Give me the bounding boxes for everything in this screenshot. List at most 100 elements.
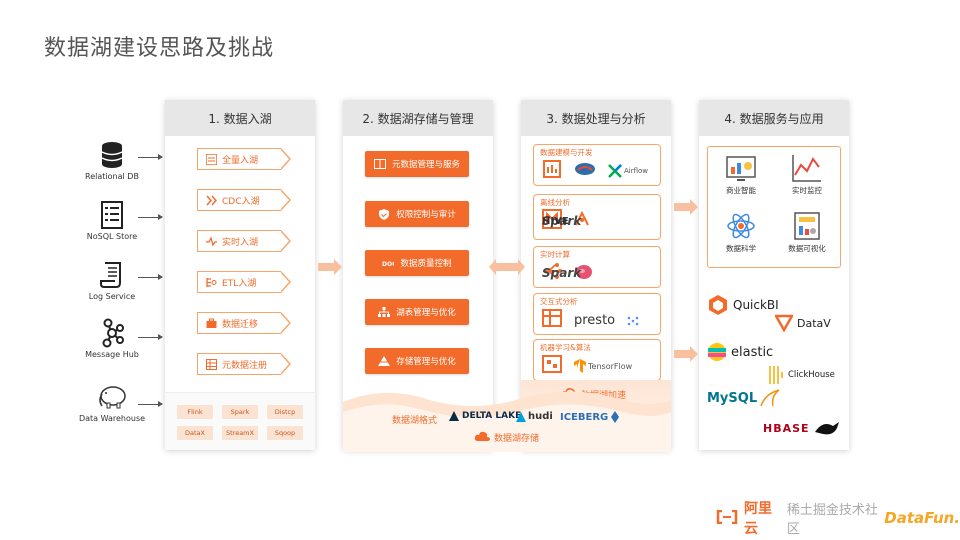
pulse-icon bbox=[206, 235, 217, 247]
database-icon bbox=[97, 140, 127, 170]
tool-tag: DataX bbox=[177, 426, 213, 440]
arrow-bidirectional bbox=[489, 259, 525, 275]
panel-interactive: 交互式分析 presto bbox=[533, 293, 661, 335]
hub-icon bbox=[97, 318, 127, 348]
panel-realtime: 实时计算 Spark bbox=[533, 246, 661, 288]
column-header: 3. 数据处理与分析 bbox=[521, 100, 671, 136]
manage-permission[interactable]: 权限控制与审计 bbox=[365, 201, 469, 227]
spark-logo: Spark bbox=[542, 214, 582, 228]
iceberg-logo: ICEBERG bbox=[560, 411, 620, 423]
atom-icon bbox=[725, 211, 757, 241]
services-panel: 商业智能 实时监控 数据科学 数据可视化 bbox=[707, 146, 841, 268]
column-header: 4. 数据服务与应用 bbox=[699, 100, 849, 136]
lake-storage: 数据湖存储 bbox=[474, 430, 539, 445]
tool-tag: StreamX bbox=[222, 426, 258, 440]
book-icon bbox=[373, 159, 386, 169]
watermark: 稀土掘金技术社区 bbox=[786, 503, 878, 537]
manage-storage[interactable]: 存储管理与优化 bbox=[365, 348, 469, 374]
column-header: 1. 数据入湖 bbox=[165, 100, 315, 136]
dataworks-icon bbox=[542, 159, 562, 183]
source-arrow bbox=[138, 274, 163, 280]
cloud-up-icon bbox=[474, 430, 490, 445]
hive-logo: HIVE bbox=[542, 215, 569, 227]
tool-tag: Spark bbox=[222, 405, 258, 419]
line-chart-icon bbox=[791, 153, 823, 183]
ingestion-tools: Flink Spark Distcp DataX StreamX Sqoop bbox=[165, 392, 315, 450]
arrow-right bbox=[674, 346, 698, 362]
clickhouse-logo: ClickHouse bbox=[769, 366, 835, 384]
arrow-right bbox=[318, 259, 342, 275]
column-storage: 2. 数据湖存储与管理 元数据管理与服务 权限控制与审计 DOC数据质量控制 湖… bbox=[343, 100, 493, 450]
datafun-brand: DataFun. bbox=[884, 509, 960, 527]
ingest-full[interactable]: 全量入湖 bbox=[197, 148, 291, 170]
source-arrow bbox=[138, 214, 163, 220]
source-data-warehouse: Data Warehouse bbox=[76, 382, 148, 423]
storage-band bbox=[343, 391, 671, 452]
source-message-hub: Message Hub bbox=[76, 318, 148, 359]
sqoop-star-icon bbox=[574, 210, 590, 231]
flink-squirrel-icon bbox=[574, 262, 594, 284]
tool-tag: Flink bbox=[177, 405, 213, 419]
source-relational-db: Relational DB bbox=[76, 140, 148, 181]
column-services: 4. 数据服务与应用 商业智能 实时监控 数据科学 数据可视化 QuickBI … bbox=[699, 100, 849, 450]
mysql-logo: MySQL bbox=[707, 388, 781, 408]
arrow-right bbox=[674, 199, 698, 215]
elephant-icon bbox=[97, 382, 127, 412]
elastic-logo: elastic bbox=[707, 342, 773, 362]
manage-quality[interactable]: DOC数据质量控制 bbox=[365, 250, 469, 276]
shield-icon bbox=[378, 209, 390, 220]
source-nosql-store: NoSQL Store bbox=[76, 200, 148, 241]
document-list-icon bbox=[97, 200, 127, 230]
source-arrow bbox=[138, 154, 163, 160]
manage-metadata[interactable]: 元数据管理与服务 bbox=[365, 151, 469, 177]
briefcase-icon bbox=[206, 318, 217, 329]
service-monitor[interactable]: 实时监控 bbox=[776, 153, 838, 196]
tensorflow-logo: TensorFlow bbox=[574, 359, 632, 373]
report-icon bbox=[791, 211, 823, 241]
delta-lake-logo: DELTA LAKE bbox=[449, 411, 521, 421]
source-arrow bbox=[138, 334, 163, 340]
stream-icon bbox=[542, 262, 562, 284]
table-icon bbox=[542, 309, 562, 331]
service-bi[interactable]: 商业智能 bbox=[710, 153, 772, 196]
panel-offline: 离线分析 Spark HIVE bbox=[533, 194, 661, 240]
fish-logo-icon bbox=[574, 161, 596, 181]
column-ingestion: 1. 数据入湖 全量入湖 CDC入湖 实时入湖 ETL入湖 数据迁移 元数据注册… bbox=[165, 100, 315, 450]
presto-dots-icon bbox=[627, 311, 641, 330]
svg-text:DOC: DOC bbox=[382, 261, 394, 268]
source-arrow bbox=[138, 401, 163, 407]
airflow-logo: Airflow bbox=[608, 164, 648, 178]
service-visualization[interactable]: 数据可视化 bbox=[776, 211, 838, 254]
ingest-realtime[interactable]: 实时入湖 bbox=[197, 230, 291, 252]
presto-logo: presto bbox=[574, 312, 616, 328]
column-header: 2. 数据湖存储与管理 bbox=[343, 100, 493, 136]
panel-modeling: 数据建模与开发 Airflow bbox=[533, 144, 661, 186]
quickbi-logo: QuickBI bbox=[707, 294, 779, 316]
ml-grid-icon bbox=[542, 355, 562, 377]
page-title: 数据湖建设思路及挑战 bbox=[44, 36, 275, 61]
ingest-migration[interactable]: 数据迁移 bbox=[197, 312, 291, 334]
layers-icon bbox=[378, 356, 391, 366]
spark-logo: Spark bbox=[542, 266, 582, 280]
grid-icon bbox=[206, 358, 217, 370]
list-icon bbox=[205, 152, 218, 166]
hadoop-mr-icon bbox=[542, 209, 562, 233]
datav-logo: DataV bbox=[775, 314, 831, 332]
ingest-etl[interactable]: ETL入湖 bbox=[197, 271, 291, 293]
aliyun-brand: 阿里云 bbox=[744, 501, 772, 537]
service-datascience[interactable]: 数据科学 bbox=[710, 211, 772, 254]
double-chevron-icon bbox=[206, 195, 218, 206]
source-log-service: Log Service bbox=[76, 260, 148, 301]
aliyun-logo-icon bbox=[716, 509, 738, 528]
tool-tag: Distcp bbox=[267, 405, 303, 419]
hierarchy-icon bbox=[378, 307, 391, 317]
tool-tag: Sqoop bbox=[267, 426, 303, 440]
doc-icon: DOC bbox=[382, 258, 397, 268]
ingest-metadata[interactable]: 元数据注册 bbox=[197, 353, 291, 375]
bi-dashboard-icon bbox=[725, 153, 757, 183]
ingest-cdc[interactable]: CDC入湖 bbox=[197, 189, 291, 211]
scroll-icon bbox=[97, 260, 127, 290]
hudi-logo: hudi bbox=[516, 411, 553, 422]
manage-table[interactable]: 湖表管理与优化 bbox=[365, 299, 469, 325]
lake-format-label: 数据湖格式 bbox=[392, 416, 438, 426]
